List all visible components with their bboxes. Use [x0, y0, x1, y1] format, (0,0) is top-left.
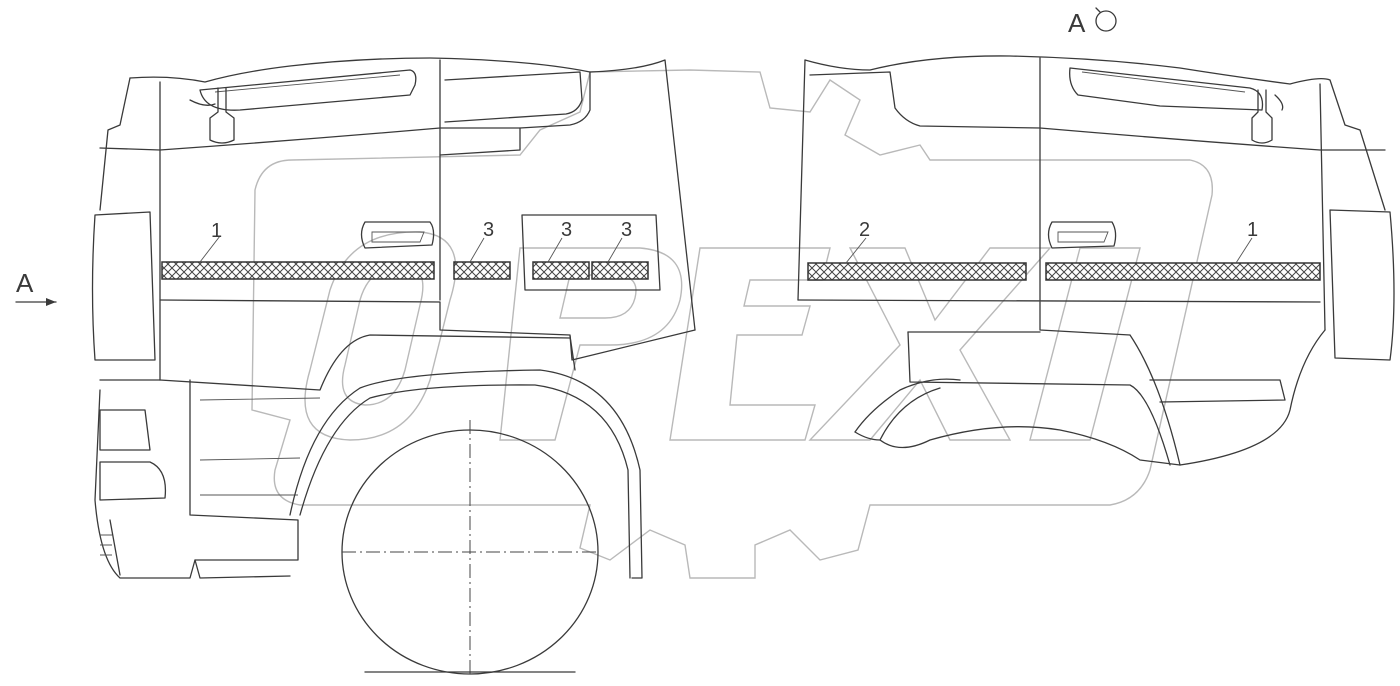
right-cab	[797, 7, 1395, 466]
callout-2: 2	[859, 219, 870, 241]
left-cab	[15, 57, 696, 675]
callout-3-c: 3	[621, 219, 632, 241]
watermark	[251, 69, 1214, 579]
callout-3-a: 3	[483, 219, 494, 241]
callout-1-left: 1	[211, 220, 222, 242]
callout-3-b: 3	[561, 219, 572, 241]
callout-1-right: 1	[1247, 219, 1258, 241]
section-arrow-label: A	[16, 268, 34, 298]
view-marker-label: A	[1068, 8, 1086, 38]
